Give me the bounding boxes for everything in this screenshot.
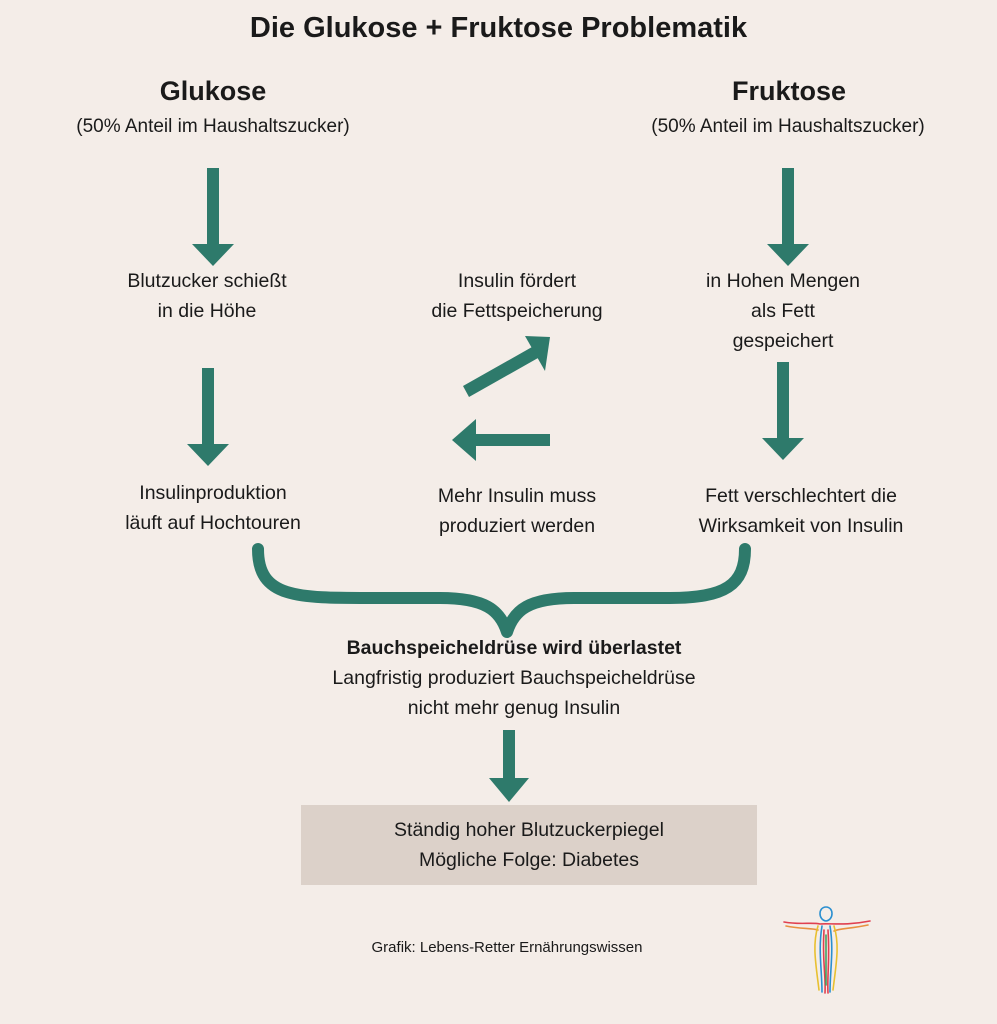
result-line2: Mögliche Folge: Diabetes: [418, 849, 640, 871]
arrow-up-right-middle: [463, 336, 550, 397]
glukose-subheading: (50% Anteil im Haushaltszucker): [76, 116, 350, 137]
fruktose-subheading: (50% Anteil im Haushaltszucker): [651, 116, 925, 137]
glukose-step1: Blutzucker schießt in die Höhe: [77, 266, 337, 326]
fruktose-step2: Fett verschlechtert die Wirksamkeit von …: [641, 481, 961, 541]
glukose-heading: Glukose: [159, 76, 267, 106]
credit-text: Grafik: Lebens-Retter Ernährungswissen: [371, 939, 643, 956]
arrow-left-middle: [452, 419, 550, 461]
arrow-down-result: [489, 730, 529, 802]
fruktose-step1-line2: als Fett: [751, 300, 815, 322]
fruktose-step1: in Hohen Mengen als Fett gespeichert: [653, 266, 913, 356]
middle-bottom-line1: Mehr Insulin muss: [437, 485, 597, 507]
pancreas-title: Bauchspeicheldrüse wird überlastet: [346, 637, 682, 659]
glukose-step2-line1: Insulinproduktion: [139, 482, 287, 504]
middle-bottom-text: Mehr Insulin muss produziert werden: [387, 481, 647, 541]
arrow-down-glukose-2: [187, 368, 229, 466]
fruktose-step1-line3: gespeichert: [732, 330, 834, 352]
result-line1: Ständig hoher Blutzuckerpiegel: [394, 819, 664, 841]
diagram-title: Die Glukose + Fruktose Problematik: [249, 12, 748, 44]
fruktose-step1-line1: in Hohen Mengen: [706, 270, 860, 292]
glukose-step2: Insulinproduktion läuft auf Hochtouren: [83, 478, 343, 538]
fruktose-step2-line2: Wirksamkeit von Insulin: [698, 515, 904, 537]
middle-bottom-line2: produziert werden: [438, 515, 596, 537]
merge-brace: [252, 543, 751, 638]
middle-top-line1: Insulin fördert: [457, 270, 577, 292]
pancreas-block: Bauchspeicheldrüse wird überlastet Langf…: [214, 633, 814, 723]
glukose-step1-line1: Blutzucker schießt: [127, 270, 287, 292]
middle-top-text: Insulin fördert die Fettspeicherung: [387, 266, 647, 326]
fruktose-heading: Fruktose: [731, 76, 847, 106]
middle-top-line2: die Fettspeicherung: [431, 300, 603, 322]
arrow-down-fruktose-2: [762, 362, 804, 460]
glukose-step1-line2: in die Höhe: [157, 300, 257, 322]
pancreas-line2: nicht mehr genug Insulin: [407, 697, 621, 719]
glukose-step2-line2: läuft auf Hochtouren: [125, 512, 301, 534]
arrow-down-fruktose-1: [767, 168, 809, 266]
human-figure-logo: [783, 906, 871, 994]
result-box: Ständig hoher Blutzuckerpiegel Mögliche …: [301, 805, 757, 885]
pancreas-line1: Langfristig produziert Bauchspeicheldrüs…: [332, 667, 696, 689]
arrow-down-glukose-1: [192, 168, 234, 266]
fruktose-step2-line1: Fett verschlechtert die: [705, 485, 897, 507]
